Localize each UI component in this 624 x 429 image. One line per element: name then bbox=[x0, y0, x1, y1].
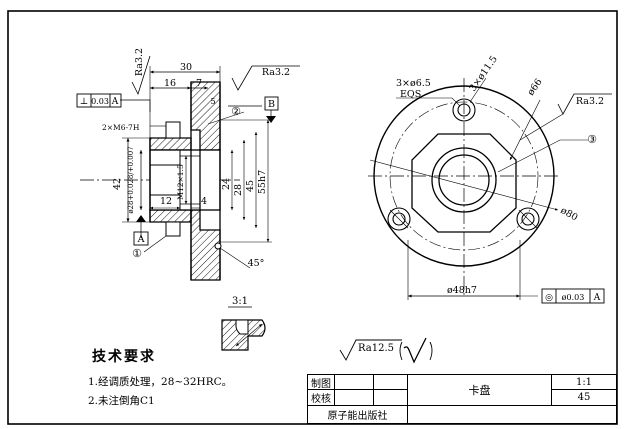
bore-d28 bbox=[431, 147, 497, 213]
technical-notes: 技术要求 1.经调质处理，28~32HRC。 2.未注倒角C1 bbox=[88, 346, 308, 408]
tb-draw-name bbox=[334, 374, 374, 390]
note-item: 2.未注倒角C1 bbox=[88, 395, 155, 407]
dim-55h7: 55h7 bbox=[257, 170, 268, 194]
bolt-circle-d66 bbox=[389, 101, 539, 251]
leader-d80 bbox=[369, 159, 559, 211]
coaxiality-icon: ◎ bbox=[545, 293, 553, 303]
datum-box-a: A bbox=[133, 231, 149, 246]
roughness-symbol-left bbox=[131, 55, 151, 96]
leader-roughness bbox=[519, 113, 564, 141]
dim-d80: ø80 bbox=[559, 205, 580, 223]
bolt-hole-left bbox=[387, 207, 411, 231]
eqs-label: EQS bbox=[400, 89, 421, 100]
dim-4: 4 bbox=[201, 196, 207, 207]
bolt-hole-right-inner bbox=[521, 212, 535, 226]
roughness-end: Ra3.2 bbox=[576, 96, 604, 107]
datum-a-triangle bbox=[136, 215, 146, 222]
tb-publisher: 原子能出版社 bbox=[307, 405, 408, 424]
hub-top-hatch bbox=[149, 137, 192, 151]
hole-cross bbox=[518, 209, 538, 229]
balloon-2: ② bbox=[231, 105, 241, 118]
edge-break bbox=[214, 242, 222, 250]
section-view-labels: 30 16 7 5 42 12 4 45° 45 28 24 55h7 ø28+… bbox=[102, 48, 290, 269]
dim-30: 30 bbox=[180, 62, 192, 73]
svg-text:A: A bbox=[137, 234, 145, 245]
detail-view bbox=[221, 306, 266, 351]
note-item: 1.经调质处理，28~32HRC。 bbox=[88, 376, 233, 388]
dim-m12: M12×1.5 bbox=[176, 164, 185, 200]
roughness-symbol-top bbox=[231, 65, 300, 91]
tb-blank bbox=[407, 405, 617, 424]
detail-dim bbox=[235, 323, 263, 347]
detail-notch bbox=[235, 319, 249, 335]
end-view bbox=[368, 77, 612, 300]
dim-3x-d6-5: 3×ø6.5 bbox=[396, 78, 431, 89]
flange-top-hatch bbox=[190, 81, 221, 151]
bolt-hole-top-inner bbox=[457, 103, 471, 117]
roughness-left: Ra3.2 bbox=[134, 48, 145, 76]
tolerance-frame-coaxiality: ◎ ø0.03 A bbox=[541, 288, 605, 304]
dim-24: 24 bbox=[221, 178, 232, 190]
tolerance-frame-perpendicularity: ⊥ 0.03 A bbox=[76, 93, 122, 108]
tb-draw-date bbox=[373, 374, 408, 390]
dim-d66: ø66 bbox=[525, 77, 544, 98]
dim-16: 16 bbox=[164, 78, 176, 89]
dim-7: 7 bbox=[196, 78, 202, 89]
drawing-frame bbox=[7, 10, 618, 425]
thread-callout: 2×M6-7H bbox=[102, 123, 140, 132]
leader-holes bbox=[396, 97, 461, 107]
tolerance-leader bbox=[120, 99, 151, 112]
bore-inner bbox=[438, 154, 490, 206]
notes-title: 技术要求 bbox=[92, 349, 156, 365]
roughness-symbol-end bbox=[557, 93, 612, 115]
tb-number: 45 bbox=[551, 389, 617, 406]
bolt-hole-right bbox=[516, 207, 540, 231]
coaxiality-datum: A bbox=[593, 293, 601, 303]
tb-draw-label: 制图 bbox=[307, 374, 335, 390]
bolt-hole-left-inner bbox=[392, 212, 406, 226]
dim-28b: 28 bbox=[233, 184, 244, 196]
balloon-1: ① bbox=[132, 247, 142, 260]
coaxiality-value: ø0.03 bbox=[562, 293, 585, 302]
tb-check-date bbox=[373, 389, 408, 406]
dim-42: 42 bbox=[112, 178, 123, 190]
thread-hole-top bbox=[165, 121, 181, 139]
balloon-1-leader bbox=[143, 235, 167, 253]
tb-check-name bbox=[334, 389, 374, 406]
dim-45deg: 45° bbox=[248, 258, 265, 269]
datum-box-b: B bbox=[264, 96, 279, 111]
tolerance-value: 0.03 bbox=[91, 97, 109, 106]
hole-cross bbox=[389, 209, 409, 229]
datum-b-triangle bbox=[266, 116, 276, 123]
hub-bottom-hatch bbox=[149, 209, 192, 223]
dim-d48h7: ø48h7 bbox=[447, 285, 477, 296]
perpendicularity-icon: ⊥ bbox=[80, 97, 88, 107]
tb-check-label: 校核 bbox=[307, 389, 335, 406]
tb-scale: 1:1 bbox=[551, 374, 617, 390]
bolt-hole-top bbox=[452, 98, 476, 122]
dim-45: 45 bbox=[245, 180, 256, 192]
dim-5: 5 bbox=[210, 97, 215, 106]
dim-12: 12 bbox=[160, 196, 172, 207]
detail-scale-label: 3:1 bbox=[232, 296, 248, 307]
general-roughness bbox=[339, 337, 433, 364]
section-view bbox=[80, 55, 300, 281]
outer-circle-d80 bbox=[373, 85, 555, 267]
balloon-2-leader bbox=[207, 111, 245, 125]
svg-text:B: B bbox=[268, 99, 275, 110]
leader-holes-2 bbox=[469, 77, 487, 103]
leader-d66 bbox=[509, 99, 541, 161]
thread-hole-bottom bbox=[165, 221, 181, 237]
chamfer-leader bbox=[219, 247, 251, 269]
hex-boss bbox=[411, 133, 517, 233]
tolerance-datum: A bbox=[111, 97, 119, 107]
roughness-top: Ra3.2 bbox=[262, 67, 290, 78]
balloon-3-leader bbox=[497, 139, 588, 173]
general-roughness-value: Ra12.5 bbox=[358, 343, 394, 354]
balloon-3: ③ bbox=[587, 133, 597, 146]
dim-dia28-tol: ø28+0.028/+0.007 bbox=[127, 146, 135, 213]
tb-part-name: 卡盘 bbox=[407, 374, 552, 406]
